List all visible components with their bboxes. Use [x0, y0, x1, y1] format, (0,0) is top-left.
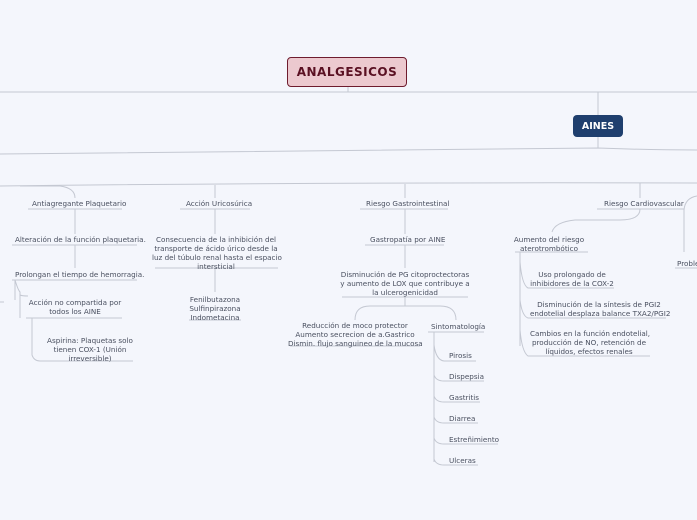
line: Disminución de la síntesis de PGI2 [537, 300, 661, 309]
line: líquidos, efectos renales [545, 347, 633, 356]
node-cambios-funcion-endotelial[interactable]: Cambios en la función endotelial, produc… [530, 329, 651, 356]
line: Uso prolongado de [538, 270, 606, 279]
node-gastropatia-por-aine[interactable]: Gastropatía por AINE [370, 235, 446, 244]
node-accion-uricosurica[interactable]: Acción Uricosúrica [186, 199, 253, 208]
line: la ulcerogenicidad [372, 288, 438, 297]
node-symptom-gastritis[interactable]: Gastritis [449, 393, 480, 402]
line: Consecuencia de la inhibición del [155, 235, 277, 244]
node-antiagregante-plaquetario[interactable]: Antiagregante Plaquetario [32, 199, 127, 208]
line: Indometacina [190, 313, 240, 322]
node-farmacos-uricosuricos[interactable]: Fenilbutazona Sulfinpirazona Indometacin… [180, 295, 250, 322]
line: aterotrombótico [520, 244, 578, 253]
aines-node-label: AINES [581, 120, 615, 132]
line: luz del túbulo renal hasta el espacio [152, 253, 282, 262]
line: Aumento secrecion de a.Gastrico [295, 330, 415, 339]
node-uso-prolongado-cox2[interactable]: Uso prolongado de inhibidores de la COX-… [530, 270, 614, 288]
line: Cambios en la función endotelial, [530, 329, 651, 338]
node-symptom-dispepsia[interactable]: Dispepsia [449, 372, 484, 381]
aines-node[interactable]: AINES [573, 115, 623, 137]
line: irreversible) [68, 354, 112, 363]
line: Disminución de PG citoproctectoras [340, 270, 470, 279]
node-alteracion-funcion-plaquetaria[interactable]: Alteración de la función plaquetaria. [15, 235, 146, 244]
line: tienen COX-1 (Unión [53, 345, 127, 354]
node-symptom-ulceras[interactable]: Ulceras [449, 456, 476, 465]
line: Aumento del riesgo [513, 235, 585, 244]
node-prolongan-tiempo-hemorragia[interactable]: Prolongan el tiempo de hemorragia. [15, 270, 145, 279]
line: Dismin. flujo sanguineo de la mucosa [288, 339, 423, 348]
line: todos los AINE [49, 307, 101, 316]
node-symptom-pirosis[interactable]: Pirosis [449, 351, 472, 360]
node-cut-off-right[interactable]: Proble [677, 259, 697, 268]
line: inhibidores de la COX-2 [530, 279, 614, 288]
line: transporte de ácido úrico desde la [154, 244, 278, 253]
node-riesgo-gastrointestinal[interactable]: Riesgo Gastrointestinal [366, 199, 450, 208]
node-aumento-riesgo-aterotrombotico[interactable]: Aumento del riesgo aterotrombótico [513, 235, 585, 253]
root-node-label: ANALGESICOS [296, 65, 398, 79]
node-symptom-estrenimiento[interactable]: Estreñimiento [449, 435, 500, 444]
root-node-analgesicos[interactable]: ANALGESICOS [287, 57, 407, 87]
line: Aspirina: Plaquetas solo [47, 336, 133, 345]
line: producción de NO, retención de [531, 338, 647, 347]
line: intersticial [197, 262, 235, 271]
node-sintomatologia[interactable]: Sintomatología [431, 322, 486, 331]
node-reduccion-moco[interactable]: Reducción de moco protector Aumento secr… [288, 321, 423, 348]
line: Reducción de moco protector [302, 321, 408, 330]
line: Acción no compartida por [28, 298, 122, 307]
node-disminucion-pg[interactable]: Disminución de PG citoproctectoras y aum… [340, 270, 470, 297]
line: Sulfinpirazona [189, 304, 241, 313]
node-aspirina[interactable]: Aspirina: Plaquetas solo tienen COX-1 (U… [42, 336, 138, 363]
node-accion-no-compartida[interactable]: Acción no compartida por todos los AINE [28, 298, 122, 316]
line: y aumento de LOX que contribuye a [340, 279, 470, 288]
line: Fenilbutazona [189, 295, 241, 304]
line: endotelial desplaza balance TXA2/PGI2 [530, 309, 671, 318]
node-symptom-diarrea[interactable]: Diarrea [449, 414, 476, 423]
node-consecuencia-inhibicion[interactable]: Consecuencia de la inhibición del transp… [152, 235, 282, 271]
node-disminucion-pgi2[interactable]: Disminución de la síntesis de PGI2 endot… [530, 300, 671, 318]
node-riesgo-cardiovascular[interactable]: Riesgo Cardiovascular [604, 199, 684, 208]
